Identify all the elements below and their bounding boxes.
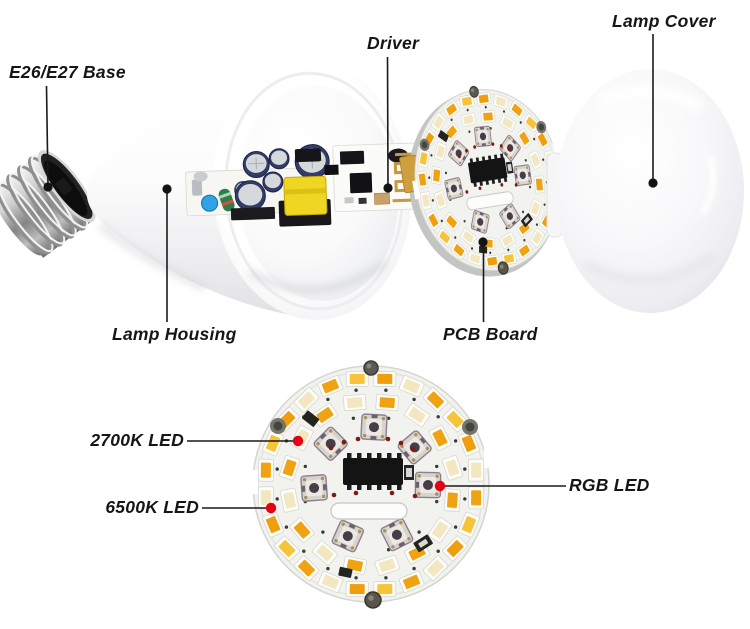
callout-dot-e26-base <box>43 182 53 192</box>
callout-line-e26-base <box>45 85 49 186</box>
label-lamp-cover: Lamp Cover <box>612 11 716 31</box>
marker-dot-rgb <box>434 480 446 492</box>
label-e26-base: E26/E27 Base <box>9 62 126 82</box>
callout-line-driver <box>386 56 389 187</box>
led-markers <box>265 435 446 514</box>
label-lamp-housing: Lamp Housing <box>112 324 237 344</box>
lamp-cover-graphic <box>546 69 744 313</box>
callout-dot-lamp-housing <box>162 184 172 194</box>
callout-dot-pcb-board <box>478 237 488 247</box>
label-led-2700k: 2700K LED <box>90 430 184 450</box>
marker-dot-6500k <box>265 502 277 514</box>
pcb-disc-graphic <box>398 73 578 287</box>
callout-dot-lamp-cover <box>648 178 658 188</box>
callout-lines <box>45 34 654 509</box>
e26-base-graphic <box>0 150 96 258</box>
label-driver: Driver <box>367 33 420 53</box>
label-led-6500k: 6500K LED <box>105 497 199 517</box>
label-pcb-board: PCB Board <box>443 324 538 344</box>
callout-dots <box>43 178 658 247</box>
marker-dot-2700k <box>292 435 304 447</box>
label-led-rgb: RGB LED <box>569 475 650 495</box>
bottom-pcb-graphic <box>248 360 494 609</box>
callout-dot-driver <box>383 183 393 193</box>
